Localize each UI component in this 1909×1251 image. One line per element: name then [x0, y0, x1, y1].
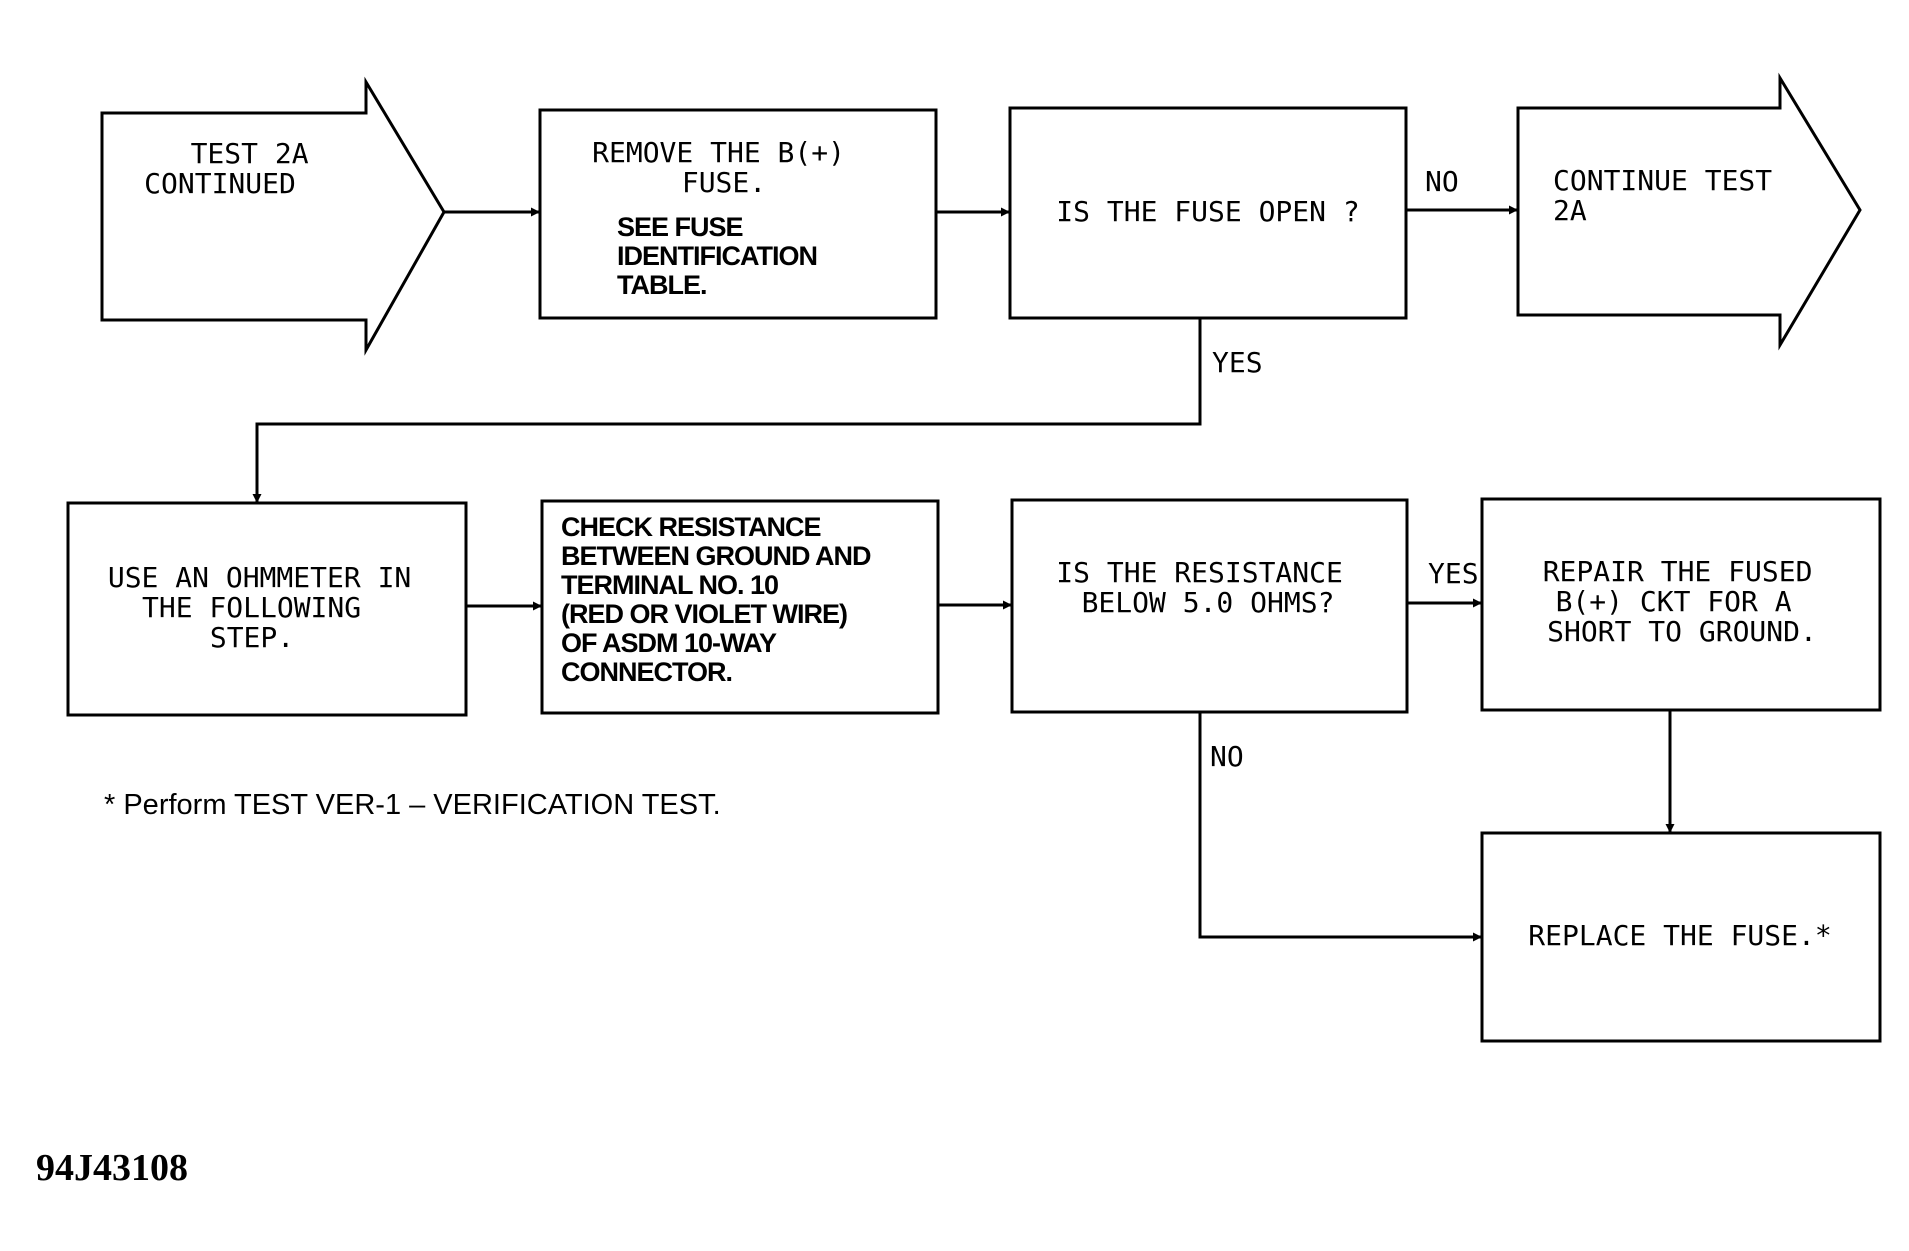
label-no-resistance: NO [1210, 740, 1244, 773]
check-resistance-text: CHECK RESISTANCE BETWEEN GROUND AND TERM… [561, 512, 877, 687]
resistance-question-text: IS THE RESISTANCE BELOW 5.0 OHMS? [1056, 556, 1359, 619]
start-text: TEST 2A CONTINUED [144, 137, 325, 200]
remove-fuse-text: REMOVE THE B(+) FUSE. [592, 136, 862, 199]
fuse-open-text: IS THE FUSE OPEN ? [1056, 195, 1359, 228]
repair-text: REPAIR THE FUSED B(+) CKT FOR A SHORT TO… [1543, 555, 1830, 648]
label-yes-resistance: YES [1428, 557, 1479, 590]
remove-fuse-note: SEE FUSE IDENTIFICATION TABLE. [617, 212, 824, 300]
remove-fuse-box [538, 108, 938, 320]
footnote: * Perform TEST VER-1 – VERIFICATION TEST… [104, 789, 721, 821]
start-arrow-shape [100, 76, 446, 356]
use-ohmmeter-box [66, 501, 468, 717]
continue-arrow-shape [1516, 72, 1862, 351]
figure-id: 94J43108 [36, 1147, 188, 1189]
use-ohmmeter-text: USE AN OHMMETER IN THE FOLLOWING STEP. [108, 561, 428, 654]
continue-text: CONTINUE TEST 2A [1553, 164, 1789, 227]
connector-no-to-replace [1198, 712, 1482, 942]
label-yes-fuse-open: YES [1212, 346, 1263, 379]
label-no-fuse-open: NO [1425, 165, 1459, 198]
connector-yes-to-ohmmeter [252, 318, 1202, 503]
replace-fuse-text: REPLACE THE FUSE.* [1528, 919, 1831, 952]
